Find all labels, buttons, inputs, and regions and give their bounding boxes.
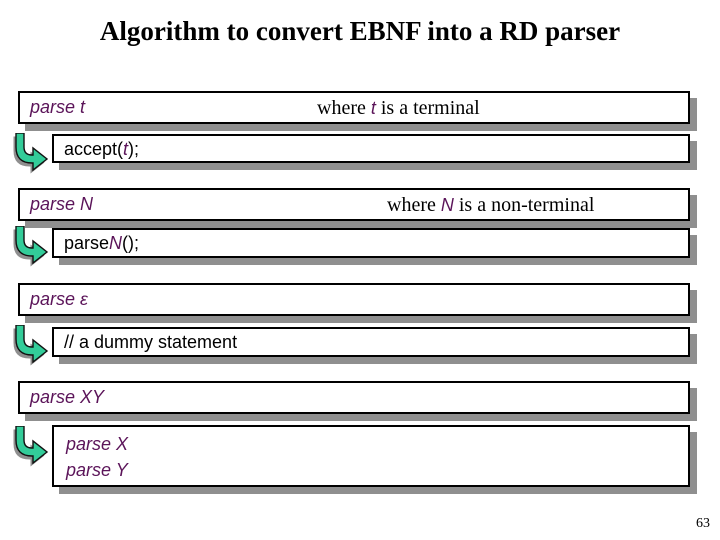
rule-box-parse-sequence: parse XY [18,381,690,414]
rule-note: where N is a non-terminal [387,190,594,220]
rule-label: parse t [30,97,86,117]
slide-title: Algorithm to convert EBNF into a RD pars… [99,16,621,46]
note-variable: N [440,195,454,215]
note-text: is a non-terminal [453,194,595,216]
impl-box-parse-n: parseN(); [52,228,690,258]
elbow-down-right-arrow-icon [13,133,49,174]
rule-box-parse-nonterminal: parse N where N is a non-terminal [18,188,690,221]
elbow-down-right-arrow-icon [13,325,49,366]
page-number: 63 [696,516,710,531]
code-variable: t [123,139,129,159]
elbow-down-right-arrow-icon [13,426,49,467]
code-line: parse Y [66,460,128,480]
note-text: is a terminal [375,97,480,119]
impl-box-parse-x-y: parse X parse Y [52,425,690,487]
code-text: parse X parse Y [66,431,128,483]
code-pre: accept( [64,139,124,159]
code-pre: // a dummy statement [64,332,238,352]
note-variable: t [370,98,376,118]
code-text: parseN(); [64,230,139,257]
note-text: where [387,194,441,216]
rule-box-parse-terminal: parse t where t is a terminal [18,91,690,124]
impl-box-accept: accept(t); [52,134,690,163]
rule-box-parse-epsilon: parse ε [18,283,690,316]
code-pre: parse [64,233,110,253]
rule-label: parse N [30,194,94,214]
code-text: accept(t); [64,136,139,163]
rule-label: parse ε [30,289,88,309]
note-text: where [317,97,371,119]
code-post: ); [128,139,140,159]
impl-box-dummy-statement: // a dummy statement [52,327,690,357]
rule-label: parse XY [30,387,105,407]
elbow-down-right-arrow-icon [13,226,49,267]
code-text: // a dummy statement [64,329,237,356]
code-line: parse X [66,434,129,454]
rule-note: where t is a terminal [317,93,480,123]
code-variable: N [109,233,123,253]
code-post: (); [122,233,140,253]
